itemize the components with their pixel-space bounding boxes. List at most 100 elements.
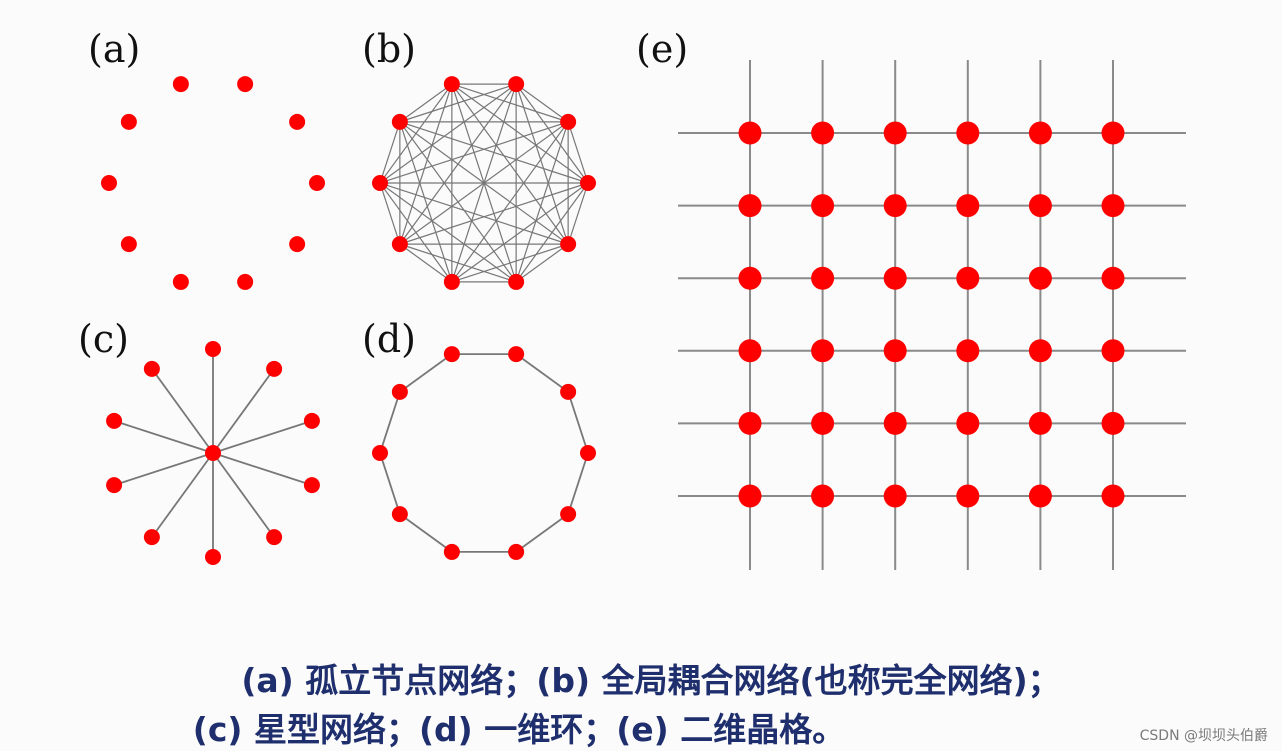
panel-c-node [266,529,283,546]
caption-line-1: (a) 孤立节点网络；(b) 全局耦合网络(也称完全网络)； [241,661,1061,700]
panel-a-node [120,113,137,130]
panel-a-node [237,76,254,93]
panel-e-node [883,339,907,363]
panel-a-label: (a) [88,27,140,71]
panel-b-edge [399,121,453,283]
panel-e-node [811,194,835,218]
panel-c-edge [113,420,214,454]
panel-c-node [143,360,160,377]
panel-d-edge [515,353,569,393]
panel-e-node [1028,121,1052,145]
panel-e-node [956,339,980,363]
panel-b-node [443,273,460,290]
edges-layer [113,60,1186,570]
panel-e-node [1101,484,1125,508]
panel-e-node [1101,121,1125,145]
panel-b-edge [379,83,517,184]
panel-e-node [1028,266,1052,290]
panel-e-node [956,121,980,145]
panel-d-edge [567,391,589,454]
panel-e-node [811,484,835,508]
panel-b-edge [515,83,569,245]
panel-e-node [811,266,835,290]
panel-e-node [956,411,980,435]
panel-c-edge [151,452,214,538]
panel-b-edge [399,121,517,283]
panel-d-node [372,445,388,461]
caption-line-2: (c) 星型网络；(d) 一维环；(e) 二维晶格。 [192,710,846,749]
panel-e-node [883,266,907,290]
panel-e-node [1028,411,1052,435]
panel-e-node [956,484,980,508]
panel-b-edge [379,121,569,184]
panel-e-node [738,266,762,290]
panel-d-node [443,346,460,363]
panel-d-node [560,383,577,400]
panel-b-edge [379,182,569,245]
panel-b-edge [379,182,517,283]
panel-e-node [956,266,980,290]
panel-e-node [811,339,835,363]
panel-b-edge [567,182,589,245]
panel-c-edge [113,452,214,486]
panel-e-node [811,121,835,145]
panel-b-edge [399,83,453,123]
panel-e-node [738,121,762,145]
panel-e-node [1101,411,1125,435]
panel-b-edge [399,182,589,245]
panel-e-node [811,411,835,435]
panel-e-node [1028,484,1052,508]
panel-b-node [580,175,596,191]
panel-d-node [508,346,525,363]
panel-e-node [738,194,762,218]
panel-c-node [303,412,320,429]
panel-d-edge [379,391,401,454]
panel-d-edge [379,452,401,515]
panel-c-node [106,412,123,429]
panel-d-node [391,506,408,523]
panel-c-node [143,529,160,546]
panel-d-node [508,543,525,560]
panel-a-node [289,236,306,253]
panel-e-node [1028,194,1052,218]
panel-b-node [508,273,525,290]
watermark: CSDN @坝坝头伯爵 [1139,728,1268,744]
panel-e-node [738,411,762,435]
panel-b-node [508,76,525,93]
panel-b-edge [379,182,453,283]
panel-b-edge [399,243,453,283]
panel-b-edge [399,83,517,123]
nodes-layer [101,76,1125,565]
panel-e-label: (e) [636,27,688,71]
panel-b-node [560,113,577,130]
panel-b-edge [399,121,589,184]
panel-a-node [289,113,306,130]
panel-c-edge [151,368,214,454]
panel-c-edge [212,420,313,454]
panel-d-node [580,445,596,461]
panel-e-node [1028,339,1052,363]
panel-b-edge [451,83,589,184]
panel-d-label: (d) [362,317,416,361]
panel-e-node [883,121,907,145]
panel-d-edge [515,513,569,553]
panel-b-node [560,236,577,253]
panel-b-edge [451,243,569,283]
panel-d-edge [399,353,453,393]
panel-e-node [1101,266,1125,290]
panel-b-edge [451,182,589,283]
panel-a-node [172,273,189,290]
panel-c-label: (c) [78,317,129,361]
panel-b-edge [379,182,401,245]
panel-a-node [172,76,189,93]
panel-e-node [883,194,907,218]
panel-c-node [303,477,320,494]
panel-c-node [205,549,221,565]
panel-c-node [205,341,221,357]
panel-e-node [956,194,980,218]
panel-b-edge [399,121,569,245]
panel-d-edge [399,513,453,553]
panel-b-edge [515,121,569,283]
panel-d-node [560,506,577,523]
